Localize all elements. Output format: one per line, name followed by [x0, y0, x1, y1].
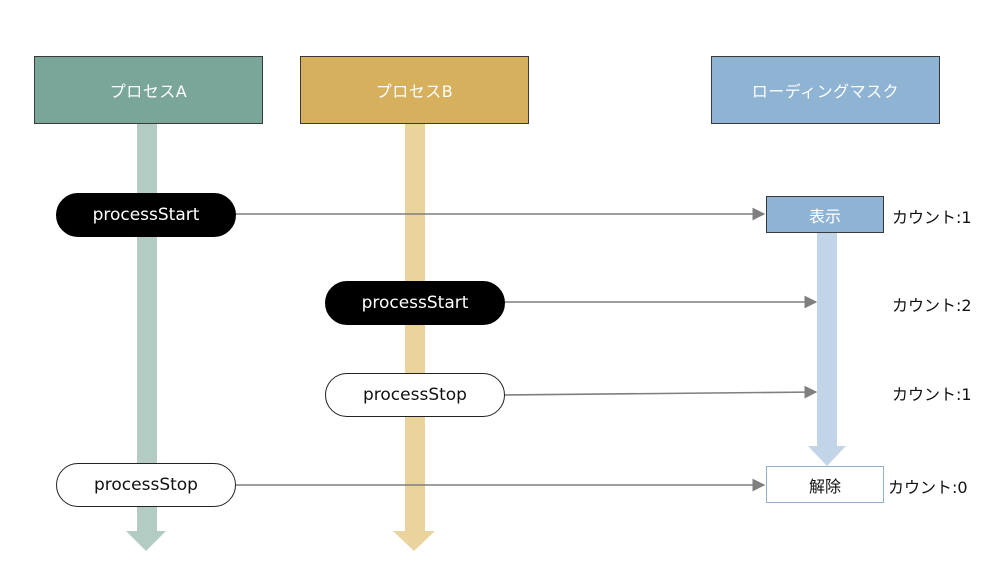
process-b-title: プロセスB: [375, 82, 454, 101]
loading-mask-active-bar: [817, 233, 837, 448]
count-after-b-stop: カウント:1: [892, 385, 972, 404]
event-label: processStop: [94, 475, 198, 495]
mask-release-state: 解除: [766, 466, 884, 503]
event-label: processStart: [92, 205, 200, 225]
loading-mask-active-arrowhead: [808, 446, 846, 466]
process-b-header: プロセスB: [300, 56, 529, 124]
mask-show-state: 表示: [766, 196, 884, 233]
process-a-stop-event: processStop: [56, 463, 236, 507]
loading-mask-header: ローディングマスク: [711, 56, 940, 124]
loading-mask-title: ローディングマスク: [751, 82, 900, 101]
process-b-lifeline: [405, 123, 425, 533]
process-b-stop-event: processStop: [325, 373, 505, 417]
mask-release-label: 解除: [808, 476, 841, 496]
count-after-b-start: カウント:2: [892, 296, 972, 315]
process-a-header: プロセスA: [34, 56, 263, 124]
count-after-a-start: カウント:1: [892, 208, 972, 227]
count-after-a-stop: カウント:0: [888, 478, 968, 497]
event-label: processStop: [363, 385, 467, 405]
process-a-title: プロセスA: [109, 82, 188, 101]
process-b-start-event: processStart: [325, 281, 505, 325]
process-a-start-event: processStart: [56, 193, 236, 237]
mask-show-label: 表示: [808, 206, 841, 226]
process-b-lifeline-arrowhead: [393, 531, 435, 551]
event-label: processStart: [361, 293, 469, 313]
process-a-lifeline-arrowhead: [126, 531, 166, 551]
arrow-b-stop-to-mask: [503, 385, 818, 399]
